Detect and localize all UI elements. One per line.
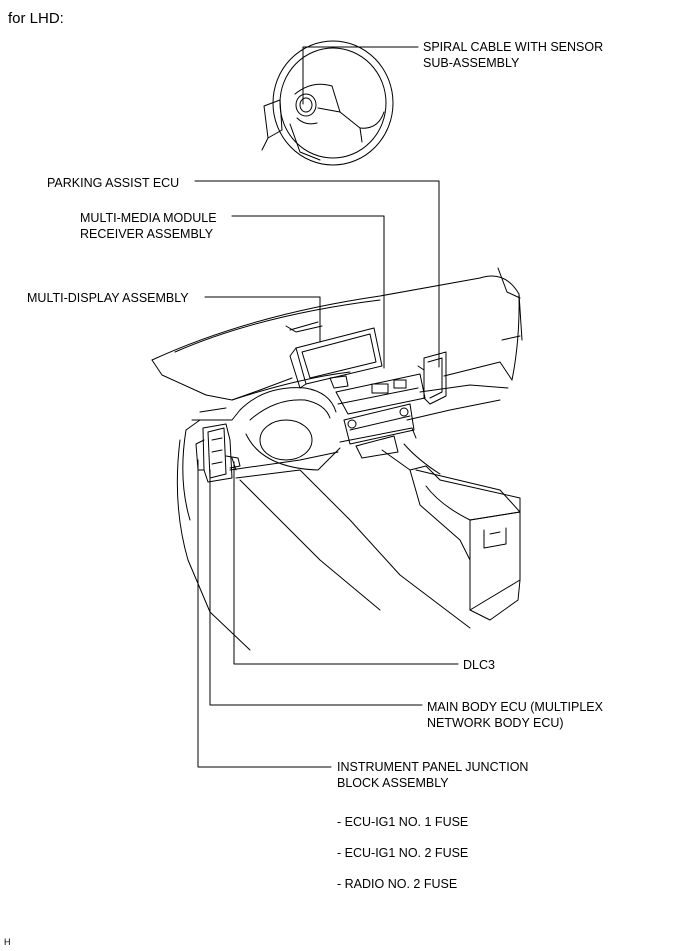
- label-parking-assist-ecu: PARKING ASSIST ECU: [47, 176, 180, 190]
- label-spiral-cable: SPIRAL CABLE WITH SENSOR: [423, 40, 604, 54]
- label-ip-junction-block-2: BLOCK ASSEMBLY: [337, 776, 449, 790]
- label-dlc3: DLC3: [463, 658, 495, 672]
- label-spiral-cable-2: SUB-ASSEMBLY: [423, 56, 520, 70]
- label-multi-display: MULTI-DISPLAY ASSEMBLY: [27, 291, 189, 305]
- figure-code: H: [4, 937, 11, 947]
- steering-wheel-illustration: [261, 40, 394, 166]
- fuse-item-ecu-ig1-no2: - ECU-IG1 NO. 2 FUSE: [337, 846, 469, 860]
- label-main-body-ecu: MAIN BODY ECU (MULTIPLEX: [427, 700, 603, 714]
- label-main-body-ecu-2: NETWORK BODY ECU): [427, 716, 564, 730]
- label-multimedia-module-2: RECEIVER ASSEMBLY: [80, 227, 214, 241]
- dashboard-illustration: [151, 267, 523, 651]
- fuse-item-radio-no2: - RADIO NO. 2 FUSE: [337, 877, 458, 891]
- label-multimedia-module: MULTI-MEDIA MODULE: [80, 211, 217, 225]
- fuse-item-ecu-ig1-no1: - ECU-IG1 NO. 1 FUSE: [337, 815, 469, 829]
- diagram-header: for LHD:: [8, 10, 64, 27]
- label-ip-junction-block: INSTRUMENT PANEL JUNCTION: [337, 760, 529, 774]
- leader-lines: [194, 46, 459, 768]
